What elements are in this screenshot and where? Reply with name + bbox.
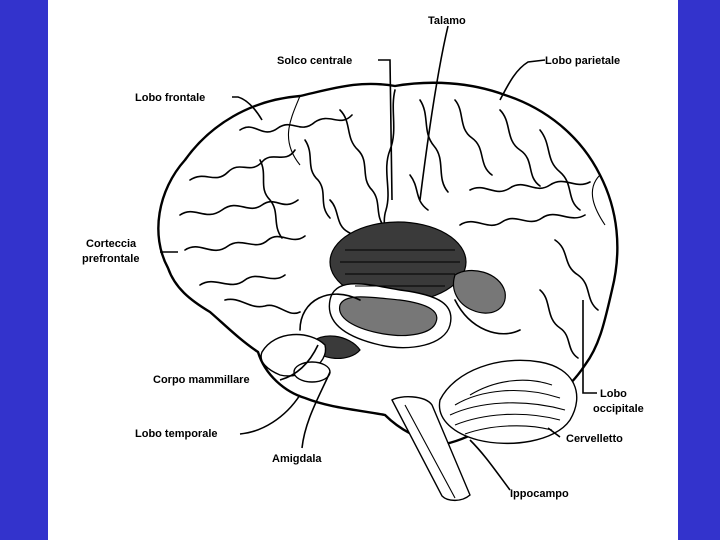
label-lobo-temporale: Lobo temporale — [135, 428, 218, 440]
label-lobo: Lobo — [600, 388, 627, 400]
cortex-gyri — [179, 89, 606, 359]
label-occipitale: occipitale — [593, 403, 644, 415]
cerebellum-shape — [438, 359, 578, 445]
label-corpo-mammillare: Corpo mammillare — [153, 374, 250, 386]
deep-structures — [260, 221, 521, 383]
label-ippocampo: Ippocampo — [510, 488, 569, 500]
leader-lines — [160, 25, 597, 491]
label-solco-centrale: Solco centrale — [277, 55, 352, 67]
brainstem-shape — [391, 396, 471, 502]
label-talamo: Talamo — [428, 15, 466, 27]
label-cervelletto: Cervelletto — [566, 433, 623, 445]
label-corteccia: Corteccia — [86, 238, 137, 250]
label-amigdala: Amigdala — [272, 453, 322, 465]
label-prefrontale: prefrontale — [82, 253, 139, 265]
label-lobo-parietale: Lobo parietale — [545, 55, 620, 67]
label-lobo-frontale: Lobo frontale — [135, 92, 205, 104]
